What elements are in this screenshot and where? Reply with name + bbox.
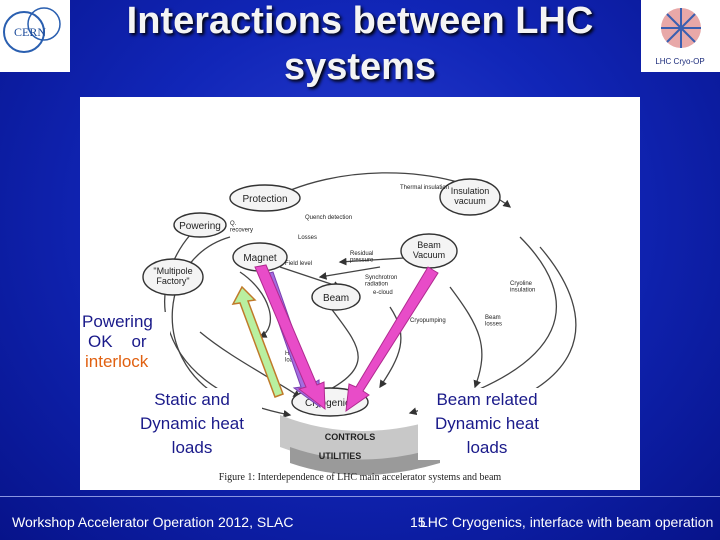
beam-text-1: Beam related xyxy=(436,390,538,409)
footer-event: Workshop Accelerator Operation 2012, SLA… xyxy=(12,514,294,530)
node-powering xyxy=(173,212,227,238)
node-cryogenics-label: Cryogenics xyxy=(305,398,355,409)
static-heat-annotation: Static and Dynamic heat loads xyxy=(122,388,262,460)
powering-text-2: OK or xyxy=(88,332,147,351)
footer-divider xyxy=(0,496,720,497)
title-line-2: systems xyxy=(283,46,437,88)
lhc-cryo-logo: LHC Cryo-OP xyxy=(641,0,720,72)
controls-band-label: CONTROLS xyxy=(325,432,376,442)
static-text-2: Dynamic heat xyxy=(140,414,244,433)
cern-logo: CERN xyxy=(0,0,70,72)
title-line-1: Interactions between LHC xyxy=(126,0,594,42)
edge-label-field-level: Field level xyxy=(285,261,312,267)
beam-text-3: loads xyxy=(466,438,508,457)
highlight-arrows xyxy=(231,264,439,413)
pink-arrow-left xyxy=(254,264,326,411)
edge-label-thermal-insulation: Thermal insulation xyxy=(400,185,449,191)
edge-label-e-cloud: e-cloud xyxy=(373,290,393,296)
page-number: 15 xyxy=(410,514,426,530)
node-powering-label: Powering xyxy=(179,221,221,232)
node-magnet-label: Magnet xyxy=(243,253,277,264)
slide-title: Interactions between LHC systems xyxy=(80,0,640,90)
edge-label-cryopumping: Cryopumping xyxy=(410,318,446,324)
node-insulation-vacuum xyxy=(439,178,501,216)
interaction-diagram: CONTROLS UTILITIES Protection Powering M… xyxy=(142,172,577,483)
pink-arrow-right xyxy=(345,266,439,413)
node-beam xyxy=(311,283,361,311)
beam-heat-annotation: Beam related Dynamic heat loads xyxy=(418,388,556,460)
powering-text-1: Powering xyxy=(82,312,153,331)
node-beam-label: Beam xyxy=(323,293,349,304)
edge-label-quench-detection: Quench detection xyxy=(305,215,352,221)
static-text-3: loads xyxy=(171,438,213,457)
svg-text:LHC Cryo-OP: LHC Cryo-OP xyxy=(655,57,704,66)
edge-label-losses: Losses xyxy=(298,235,317,241)
footer-topic: LHC Cryogenics, interface with beam oper… xyxy=(420,514,714,530)
figure-caption: Figure 1: Interdependence of LHC main ac… xyxy=(219,472,502,483)
green-arrow xyxy=(231,285,284,398)
node-protection xyxy=(229,184,301,212)
powering-annotation: Powering OK or interlock xyxy=(80,312,170,371)
powering-text-3: interlock xyxy=(85,352,149,371)
node-multipole-factory xyxy=(142,258,204,296)
node-protection-label: Protection xyxy=(242,194,287,205)
static-text-1: Static and xyxy=(154,390,230,409)
edge-label-q-recovery: Q.recovery xyxy=(230,221,253,234)
beam-text-2: Dynamic heat xyxy=(435,414,539,433)
utilities-band-label: UTILITIES xyxy=(319,451,362,461)
svg-text:CERN: CERN xyxy=(14,25,46,39)
